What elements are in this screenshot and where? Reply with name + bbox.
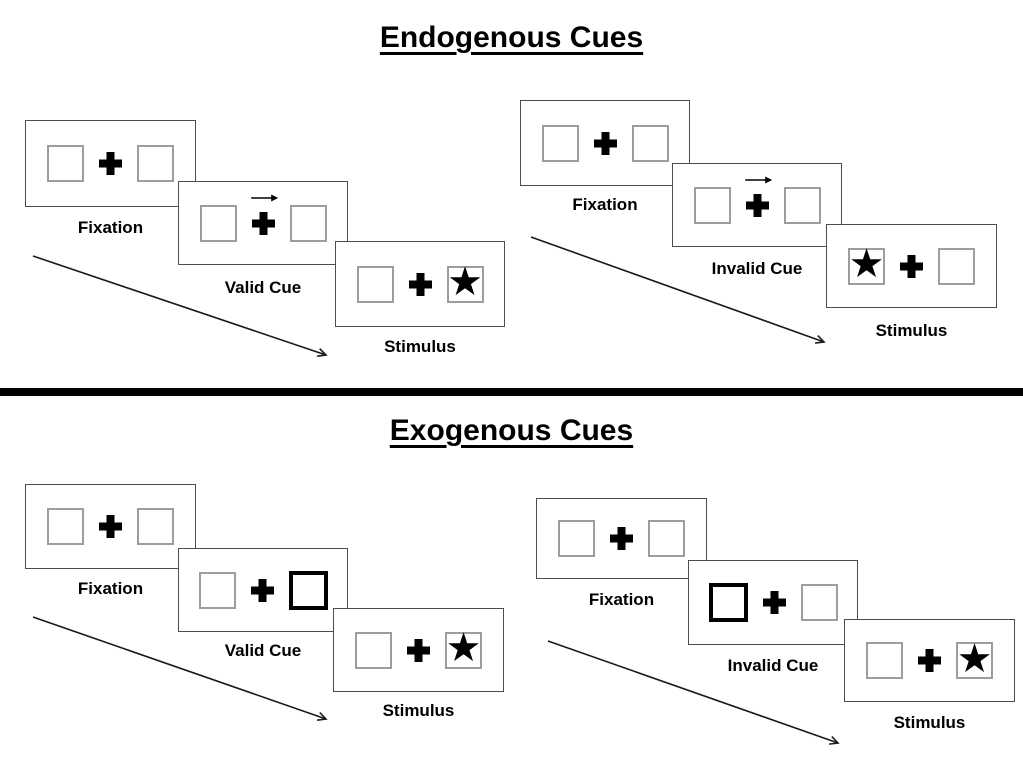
panel-label: Invalid Cue xyxy=(727,656,819,675)
fixation-cross-icon xyxy=(249,577,276,604)
placeholder-square-left xyxy=(199,204,237,242)
panel-label: Fixation xyxy=(77,579,144,598)
star-icon: ★ xyxy=(445,625,482,671)
star-icon: ★ xyxy=(956,635,993,682)
star-icon: ★ xyxy=(447,259,483,305)
placeholder-square-right xyxy=(648,520,685,557)
placeholder-square-right xyxy=(631,124,669,162)
section-title-exogenous: Exogenous Cues xyxy=(389,414,634,447)
placeholder-square-left xyxy=(47,145,84,182)
fixation-cross-icon xyxy=(744,176,773,219)
placeholder-square-right xyxy=(800,584,838,621)
endo-invalid-fixation-panel xyxy=(520,100,690,186)
cue-highlight-square-right xyxy=(288,570,328,610)
placeholder-square-left xyxy=(356,265,394,303)
target-square-right: ★ xyxy=(446,262,484,303)
cue-arrow-right-icon xyxy=(251,194,279,201)
fixation-cross-icon xyxy=(250,194,279,237)
panel-label: Stimulus xyxy=(875,321,948,340)
cue-highlight-square-left xyxy=(708,583,748,622)
fixation-cross-icon xyxy=(916,647,943,674)
target-square-right: ★ xyxy=(445,628,482,669)
star-icon: ★ xyxy=(848,241,885,287)
panel-label: Fixation xyxy=(588,590,655,609)
fixation-cross-icon xyxy=(97,513,124,540)
panel-label: Fixation xyxy=(572,195,638,214)
target-square-right: ★ xyxy=(956,635,993,682)
cue-arrow-right-icon xyxy=(745,176,773,183)
timeline-arrow-exogenous-valid xyxy=(32,616,328,721)
exo-invalid-fixation-panel xyxy=(536,498,707,579)
placeholder-square-left xyxy=(558,520,595,557)
placeholder-square-left xyxy=(47,508,84,545)
placeholder-square-right xyxy=(137,508,174,545)
panel-label: Fixation xyxy=(77,218,144,237)
endo-invalid-cue-panel xyxy=(672,163,842,247)
section-divider xyxy=(0,388,1023,396)
placeholder-square-left xyxy=(866,642,903,679)
exo-valid-stimulus-panel: ★ xyxy=(333,608,504,692)
endo-valid-fixation-panel xyxy=(25,120,196,207)
endo-valid-cue-panel xyxy=(178,181,348,265)
fixation-cross-icon xyxy=(407,271,434,298)
exo-invalid-stimulus-panel: ★ xyxy=(844,619,1015,702)
fixation-cross-icon xyxy=(898,253,925,280)
section-title-endogenous: Endogenous Cues xyxy=(379,21,644,54)
exo-valid-fixation-panel xyxy=(25,484,196,569)
placeholder-square-right xyxy=(137,145,174,182)
placeholder-square-right xyxy=(783,186,821,224)
fixation-cross-icon xyxy=(97,150,124,177)
fixation-cross-icon xyxy=(592,130,619,157)
panel-label: Valid Cue xyxy=(224,641,302,660)
fixation-cross-icon xyxy=(405,637,432,664)
panel-label: Invalid Cue xyxy=(711,259,803,278)
panel-label: Stimulus xyxy=(382,701,455,720)
endo-invalid-stimulus-panel: ★ xyxy=(826,224,997,308)
target-square-left: ★ xyxy=(848,244,885,285)
panel-label: Stimulus xyxy=(384,337,456,356)
placeholder-square-right xyxy=(938,247,975,285)
exo-valid-cue-panel xyxy=(178,548,348,632)
timeline-arrow-endogenous-invalid xyxy=(530,236,826,344)
fixation-cross-icon xyxy=(608,525,635,552)
placeholder-square-left xyxy=(355,631,392,669)
placeholder-square-right xyxy=(289,204,327,242)
panel-label: Stimulus xyxy=(893,713,966,732)
timeline-arrow-endogenous-valid xyxy=(32,255,328,358)
placeholder-square-left xyxy=(198,571,236,609)
fixation-cross-icon xyxy=(761,589,788,616)
panel-label: Valid Cue xyxy=(224,278,302,297)
exo-invalid-cue-panel xyxy=(688,560,858,645)
endo-valid-stimulus-panel: ★ xyxy=(335,241,505,327)
placeholder-square-left xyxy=(541,124,579,162)
placeholder-square-left xyxy=(693,186,731,224)
